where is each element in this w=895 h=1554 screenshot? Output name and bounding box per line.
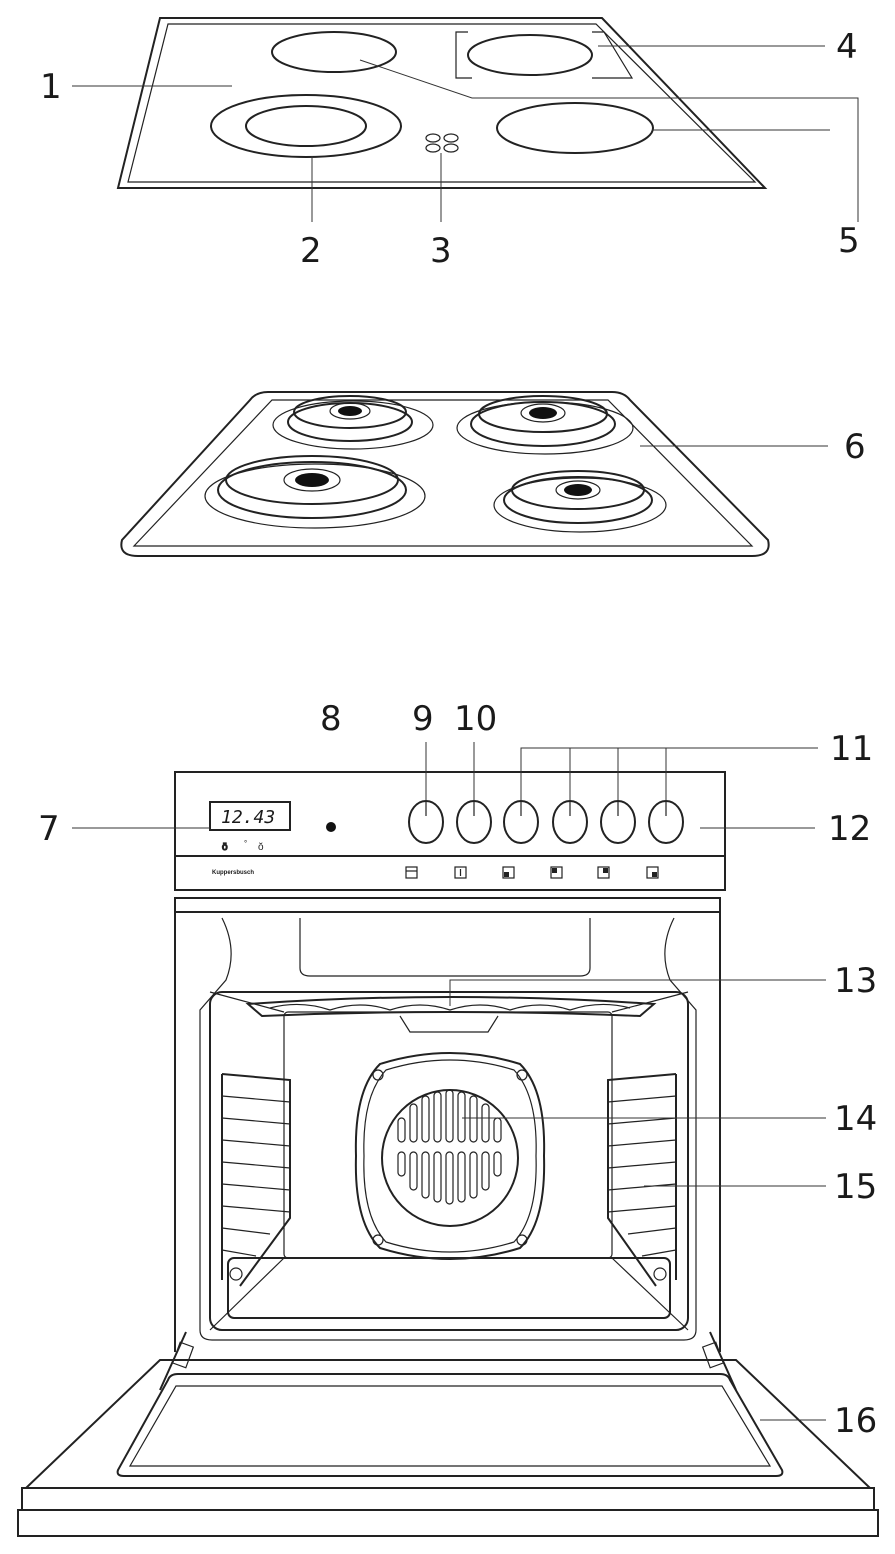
callout-5: 5 bbox=[838, 221, 860, 261]
solid-plate-hob: 6 bbox=[120, 391, 866, 557]
callout-15: 15 bbox=[834, 1167, 877, 1207]
shelf-runners-right bbox=[607, 1073, 677, 1287]
oven-cavity: 13 14 15 bbox=[174, 897, 877, 1352]
residual-heat-indicators bbox=[425, 133, 459, 153]
knob-4 bbox=[552, 800, 588, 844]
brand-label: Kuppersbusch bbox=[212, 870, 254, 876]
callout-14: 14 bbox=[834, 1099, 877, 1139]
knob-5 bbox=[600, 800, 636, 844]
knob-2 bbox=[456, 800, 492, 844]
ceramic-zone-front-right bbox=[496, 102, 654, 154]
callout-8: 8 bbox=[320, 699, 342, 739]
callout-9: 9 bbox=[412, 699, 434, 739]
callout-2: 2 bbox=[300, 231, 322, 271]
clock-buttons: ō ° ŏ bbox=[221, 839, 264, 854]
callout-12: 12 bbox=[828, 809, 871, 849]
shelf-runners-left bbox=[221, 1073, 291, 1287]
svg-text:ō: ō bbox=[222, 842, 228, 853]
callout-6: 6 bbox=[844, 427, 866, 467]
knob-symbols bbox=[405, 866, 659, 879]
control-knobs bbox=[408, 800, 684, 844]
callout-10: 10 bbox=[454, 699, 497, 739]
callout-13: 13 bbox=[834, 961, 877, 1001]
hotplate-rear-left bbox=[272, 395, 434, 450]
oven-control-panel: 12.43 ō ° ŏ Kuppersbusch bbox=[38, 699, 873, 891]
ceramic-zone-rear-right bbox=[455, 31, 634, 79]
ceramic-zone-rear-left bbox=[271, 31, 397, 73]
clock-time: 12.43 bbox=[221, 807, 275, 828]
hotplate-rear-right bbox=[456, 395, 634, 455]
callout-11: 11 bbox=[830, 729, 873, 769]
ceramic-hob: 1 2 3 4 5 bbox=[40, 17, 860, 271]
knob-3 bbox=[503, 800, 539, 844]
knob-6 bbox=[648, 800, 684, 844]
svg-text:ŏ: ŏ bbox=[258, 842, 264, 853]
callout-4: 4 bbox=[836, 27, 858, 67]
knob-1 bbox=[408, 800, 444, 844]
oven-door: 16 bbox=[17, 1331, 879, 1537]
clock-display: 12.43 bbox=[209, 801, 291, 831]
hotplate-front-right bbox=[493, 470, 667, 533]
svg-text:°: ° bbox=[244, 839, 247, 848]
fan-cover bbox=[354, 1052, 546, 1260]
callout-3: 3 bbox=[430, 231, 452, 271]
grill-element bbox=[245, 996, 657, 1033]
callout-16: 16 bbox=[834, 1401, 877, 1441]
callout-1: 1 bbox=[40, 67, 62, 107]
hotplate-front-left-large bbox=[204, 455, 426, 529]
pilot-light bbox=[326, 822, 336, 832]
ceramic-zone-front-left-dual bbox=[210, 94, 402, 158]
callout-7: 7 bbox=[38, 809, 60, 849]
